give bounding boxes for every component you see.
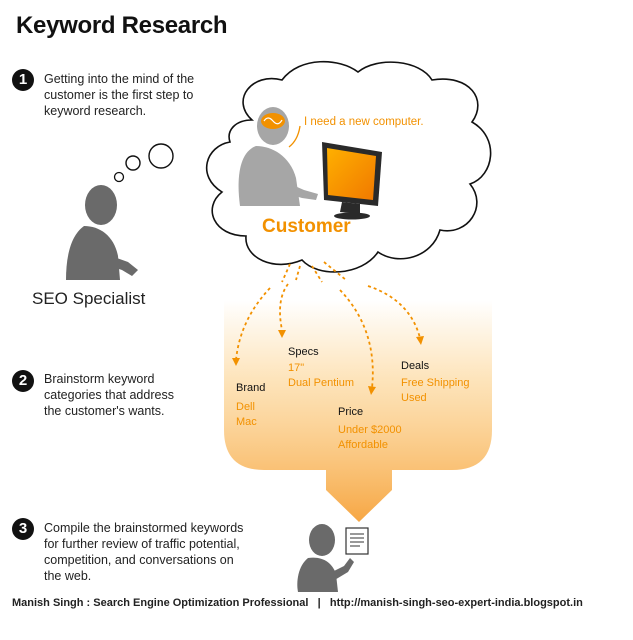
step-1-number: 1: [12, 69, 34, 91]
specialist-with-document-figure: [297, 524, 354, 592]
computer-monitor-icon: [322, 142, 382, 220]
seo-specialist-label: SEO Specialist: [32, 289, 146, 308]
thought-bubble-small: [113, 171, 125, 183]
category-deals: Deals: [401, 360, 430, 372]
arrowhead-specs: [278, 330, 286, 338]
step-2-line-2: categories that address: [44, 388, 174, 402]
arrowhead-deals: [416, 336, 424, 345]
category-specs: Specs: [288, 346, 319, 358]
thought-bubble-medium: [125, 155, 141, 171]
brainstorm-funnel: [224, 300, 492, 522]
step-3-line-4: the web.: [44, 569, 92, 583]
step-3-line-3: competition, and conversations on: [44, 553, 234, 567]
category-price: Price: [338, 406, 363, 418]
category-arrows: [235, 261, 421, 389]
step-1-line-3: keyword research.: [44, 104, 147, 118]
step-2-text: Brainstorm keyword categories that addre…: [44, 371, 174, 419]
page-title: Keyword Research: [16, 12, 228, 39]
step-1-line-2: customer is the first step to: [44, 88, 194, 102]
arrow-to-deals: [367, 285, 421, 339]
footer: Manish Singh : Search Engine Optimizatio…: [12, 597, 583, 609]
arrowheads: [232, 330, 424, 395]
category-specs-keyword-1: 17": [288, 362, 304, 374]
footer-author: Manish Singh : Search Engine Optimizatio…: [12, 597, 309, 609]
document-icon: [345, 527, 369, 555]
arrowhead-brand: [232, 358, 240, 366]
category-brand-keyword-2: Mac: [236, 416, 257, 428]
step-2-number: 2: [12, 370, 34, 392]
step-2-line-3: the customer's wants.: [44, 404, 165, 418]
category-brand: Brand: [236, 382, 265, 394]
seo-specialist-figure: [66, 185, 138, 280]
step-1-text: Getting into the mind of the customer is…: [44, 71, 194, 119]
arrow-to-specs: [279, 283, 289, 331]
category-specs-keyword-2: Dual Pentium: [288, 377, 354, 389]
category-deals-keyword-2: Used: [401, 392, 427, 404]
category-brand-keyword-1: Dell: [236, 401, 255, 413]
category-price-keyword-1: Under $2000: [338, 424, 402, 436]
step-1-line-1: Getting into the mind of the: [44, 72, 195, 86]
arrow-to-brand: [235, 287, 271, 361]
category-deals-keyword-1: Free Shipping: [401, 377, 470, 389]
step-2-line-1: Brainstorm keyword: [44, 372, 155, 386]
step-3-line-2: for further review of traffic potential,: [44, 537, 240, 551]
customer-thought: I need a new computer.: [304, 116, 424, 128]
thought-connector-line: [288, 125, 301, 148]
category-price-keyword-2: Affordable: [338, 439, 388, 451]
step-3-line-1: Compile the brainstormed keywords: [44, 521, 244, 535]
step-3-number: 3: [12, 518, 34, 540]
footer-url: http://manish-singh-seo-expert-india.blo…: [329, 597, 583, 609]
customer-label: Customer: [262, 216, 351, 237]
footer-separator: |: [317, 597, 321, 609]
step-3-text: Compile the brainstormed keywords for fu…: [44, 520, 243, 584]
thought-bubble-large: [148, 143, 174, 169]
brain-icon: [261, 113, 285, 129]
arrowhead-price: [368, 386, 376, 395]
